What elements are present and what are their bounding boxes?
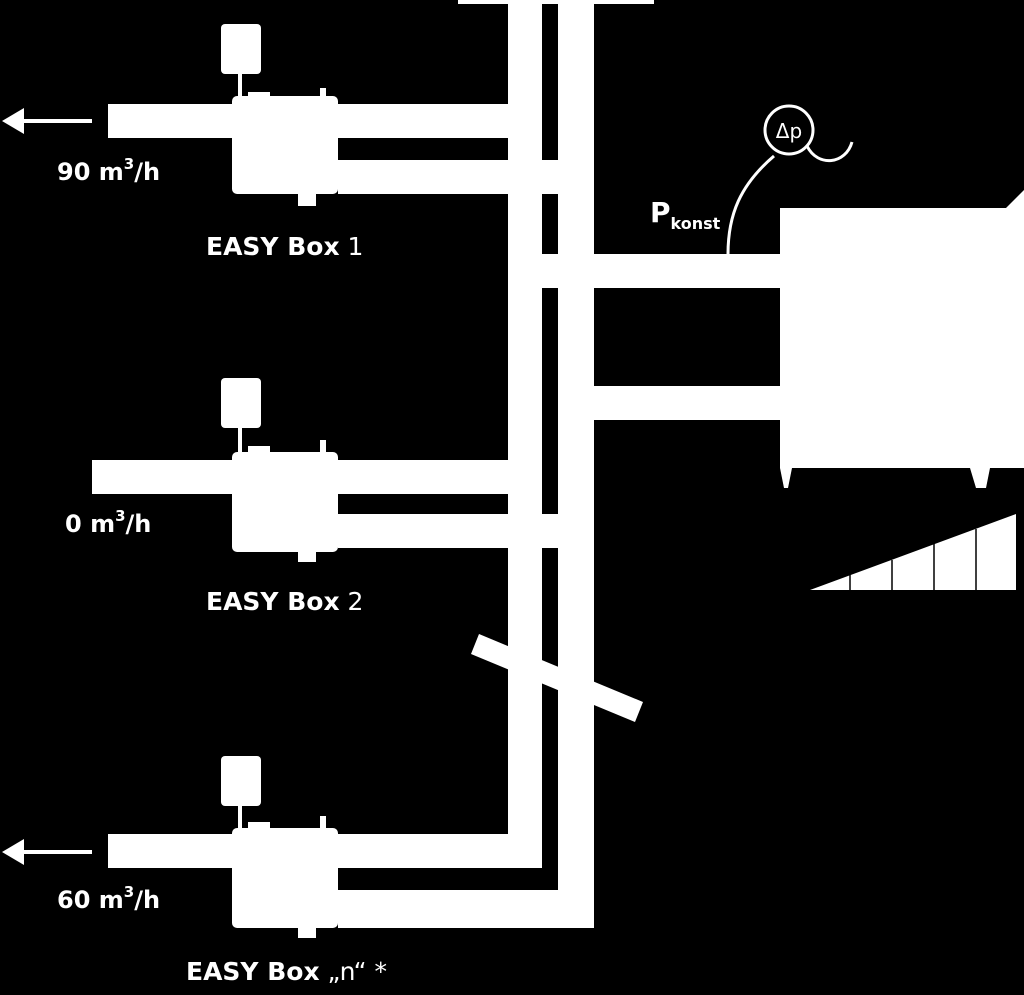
trunk-duct-right bbox=[558, 0, 594, 928]
box-name-2: EASY Box 2 bbox=[206, 587, 363, 616]
pressure-sensor-icon bbox=[726, 104, 854, 255]
fan-connections bbox=[542, 254, 780, 420]
branch-duct-lower bbox=[338, 514, 558, 548]
trunk-duct-left bbox=[508, 0, 542, 868]
control-box-icon bbox=[221, 378, 338, 562]
p-konst-label: Pkonst bbox=[650, 196, 721, 233]
control-box-icon bbox=[221, 756, 338, 938]
branch-duct-lower bbox=[338, 890, 594, 928]
flow-label-box-n: 60 m3/h bbox=[57, 883, 160, 914]
branch-duct-lower bbox=[338, 160, 558, 194]
control-box-icon bbox=[221, 24, 338, 206]
easy-box-1: 90 m3/h EASY Box 1 bbox=[2, 24, 558, 261]
arrow-left-icon bbox=[2, 839, 92, 865]
easy-box-n: 60 m3/h EASY Box „n“ * bbox=[2, 756, 594, 986]
box-name-1: EASY Box 1 bbox=[206, 232, 363, 261]
fan-connection-upper bbox=[542, 254, 780, 288]
break-line-icon bbox=[471, 634, 643, 722]
easy-box-2: 0 m3/h EASY Box 2 bbox=[65, 378, 558, 616]
arrow-left-icon bbox=[2, 108, 92, 134]
ramp-indicator-icon bbox=[810, 514, 1016, 590]
flow-label-box-1: 90 m3/h bbox=[57, 155, 160, 186]
main-trunk-ducts bbox=[458, 0, 654, 928]
flow-label-box-2: 0 m3/h bbox=[65, 507, 151, 538]
fan-connection-lower bbox=[594, 386, 780, 420]
box-name-n: EASY Box „n“ * bbox=[186, 957, 387, 986]
fan-unit-icon bbox=[780, 190, 1024, 488]
trunk-top-cap bbox=[458, 0, 654, 4]
delta-p-label: Δp bbox=[776, 119, 802, 143]
